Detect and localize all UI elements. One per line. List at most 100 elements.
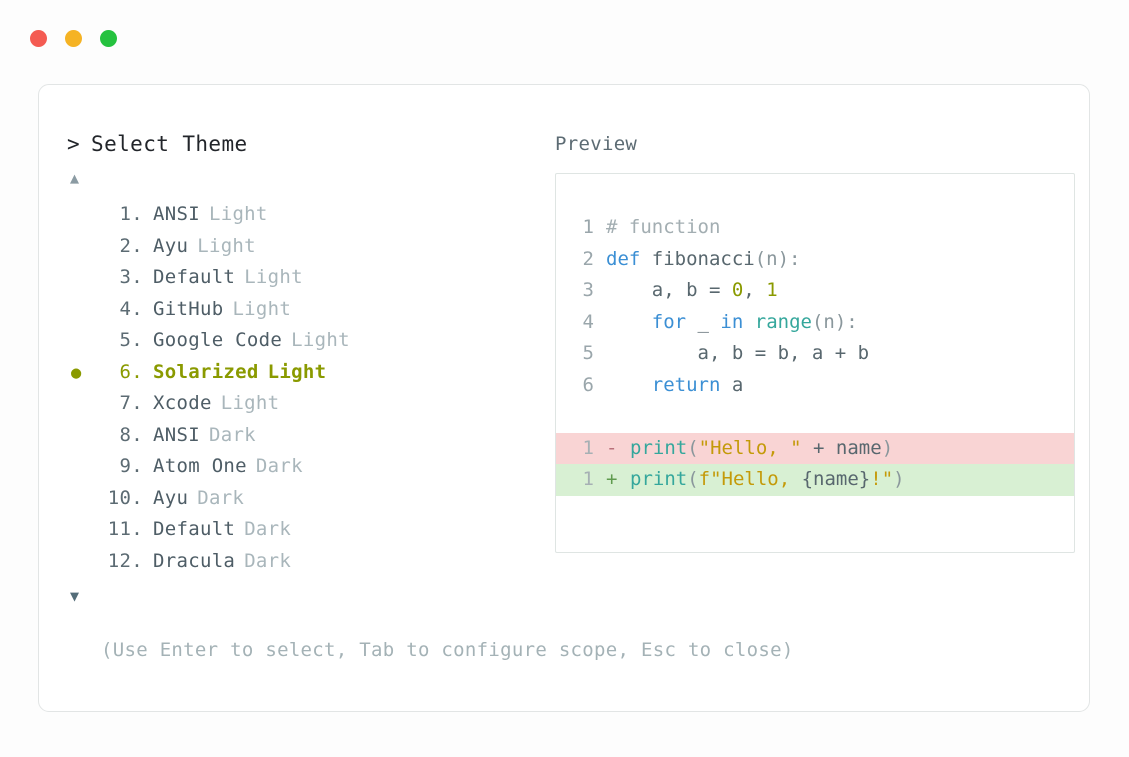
scroll-up-icon[interactable]: ▲ xyxy=(70,169,80,187)
code-token: a, b = b, a + b xyxy=(606,342,870,364)
theme-item-index: 6. xyxy=(119,360,143,383)
diff-sign: - xyxy=(606,436,618,459)
theme-item-index: 3. xyxy=(119,266,143,288)
theme-item-index: 4. xyxy=(119,297,143,320)
code-line-text: return a xyxy=(606,370,744,402)
theme-item-name: Default xyxy=(153,266,236,288)
theme-item-variant: Light xyxy=(220,392,280,414)
line-number: 5 xyxy=(582,342,594,364)
code-token: fibonacci xyxy=(651,247,755,270)
theme-item-name: Dracula xyxy=(153,549,236,572)
theme-item-name: Solarized xyxy=(153,360,259,383)
theme-list-item[interactable]: 10. Ayu Dark xyxy=(67,483,555,515)
code-token: print xyxy=(630,468,688,490)
theme-list-item[interactable]: 9. Atom One Dark xyxy=(67,451,555,483)
theme-item-name: Ayu xyxy=(153,234,189,257)
code-token: print xyxy=(630,436,688,459)
theme-item-variant: Light xyxy=(232,297,292,320)
theme-item-index: 2. xyxy=(119,234,143,257)
theme-item-name: Xcode xyxy=(153,392,212,414)
code-token: ) xyxy=(881,436,894,459)
theme-item-index: 7. xyxy=(119,392,143,414)
code-token: def xyxy=(606,247,652,270)
diff-line-removed: 1-print("Hello, " + name) xyxy=(556,432,1074,465)
window-controls xyxy=(30,30,117,47)
diff-line-added: 1+print(f"Hello, {name}!") xyxy=(556,464,1074,496)
code-token: 0 xyxy=(731,279,744,301)
code-line: 1 # function xyxy=(556,212,1074,244)
code-token: range xyxy=(754,310,812,333)
theme-item-name: Atom One xyxy=(153,455,247,477)
code-line: 5 a, b = b, a + b xyxy=(556,338,1074,370)
code-token: ( xyxy=(687,468,699,490)
code-token: (n): xyxy=(754,247,801,270)
theme-item-name: Google Code xyxy=(153,329,283,351)
code-token: , xyxy=(743,279,767,301)
code-line-text: a, b = 0, 1 xyxy=(606,275,778,307)
theme-item-index: 1. xyxy=(119,203,143,225)
code-token: return xyxy=(651,373,721,396)
theme-item-variant: Dark xyxy=(197,486,245,509)
diff-line-text: print(f"Hello, {name}!") xyxy=(630,464,905,496)
theme-item-name: Default xyxy=(153,518,236,540)
scroll-down-icon[interactable]: ▼ xyxy=(70,587,80,605)
code-line-text: def fibonacci(n): xyxy=(606,244,800,276)
theme-item-index: 5. xyxy=(119,329,143,351)
theme-item-name: Ayu xyxy=(153,486,189,509)
code-token: for xyxy=(651,310,687,333)
theme-item-index: 10. xyxy=(107,486,143,509)
theme-item-variant: Dark xyxy=(255,455,303,477)
theme-item-index: 12. xyxy=(107,549,143,572)
theme-list-item[interactable]: 4. GitHub Light xyxy=(67,294,555,326)
theme-list-item[interactable]: 2. Ayu Light xyxy=(67,231,555,263)
theme-list-item[interactable]: 3. Default Light xyxy=(67,262,555,294)
diff-sample: 1-print("Hello, " + name)1+print(f"Hello… xyxy=(556,432,1074,496)
theme-item-index: 11. xyxy=(107,518,143,540)
theme-item-index: 9. xyxy=(119,455,143,477)
code-token: a xyxy=(720,373,744,396)
theme-item-name: ANSI xyxy=(153,203,200,225)
theme-item-variant: Light xyxy=(197,234,256,257)
code-line-text: # function xyxy=(606,212,720,244)
code-spacer xyxy=(556,401,1074,433)
code-token: ) xyxy=(893,468,905,490)
code-token: _ xyxy=(686,310,721,333)
code-token xyxy=(606,374,652,396)
code-token: (n): xyxy=(811,310,858,333)
code-line: 6 return a xyxy=(556,370,1074,402)
line-number: 1 xyxy=(582,468,594,490)
code-token: !" xyxy=(870,468,894,490)
theme-item-index: 8. xyxy=(119,423,143,446)
theme-item-variant: Light xyxy=(244,266,303,288)
minimize-button[interactable] xyxy=(65,30,82,47)
theme-list-item[interactable]: 7. Xcode Light xyxy=(67,388,555,420)
code-line-text: a, b = b, a + b xyxy=(606,338,870,370)
theme-list-item[interactable]: 5. Google Code Light xyxy=(67,325,555,357)
theme-item-variant: Dark xyxy=(208,423,256,446)
theme-item-variant: Light xyxy=(291,329,350,351)
line-number: 1 xyxy=(582,216,594,238)
code-token: ( xyxy=(687,436,699,459)
theme-item-name: GitHub xyxy=(153,297,224,320)
preview-label: Preview xyxy=(555,133,638,155)
code-line-text: for _ in range(n): xyxy=(606,307,858,339)
code-token: + name xyxy=(801,436,882,459)
maximize-button[interactable] xyxy=(100,30,117,47)
keyboard-hint: (Use Enter to select, Tab to configure s… xyxy=(101,639,794,661)
close-button[interactable] xyxy=(30,30,47,47)
code-line: 3 a, b = 0, 1 xyxy=(556,275,1074,307)
diff-line-text: print("Hello, " + name) xyxy=(630,433,893,465)
